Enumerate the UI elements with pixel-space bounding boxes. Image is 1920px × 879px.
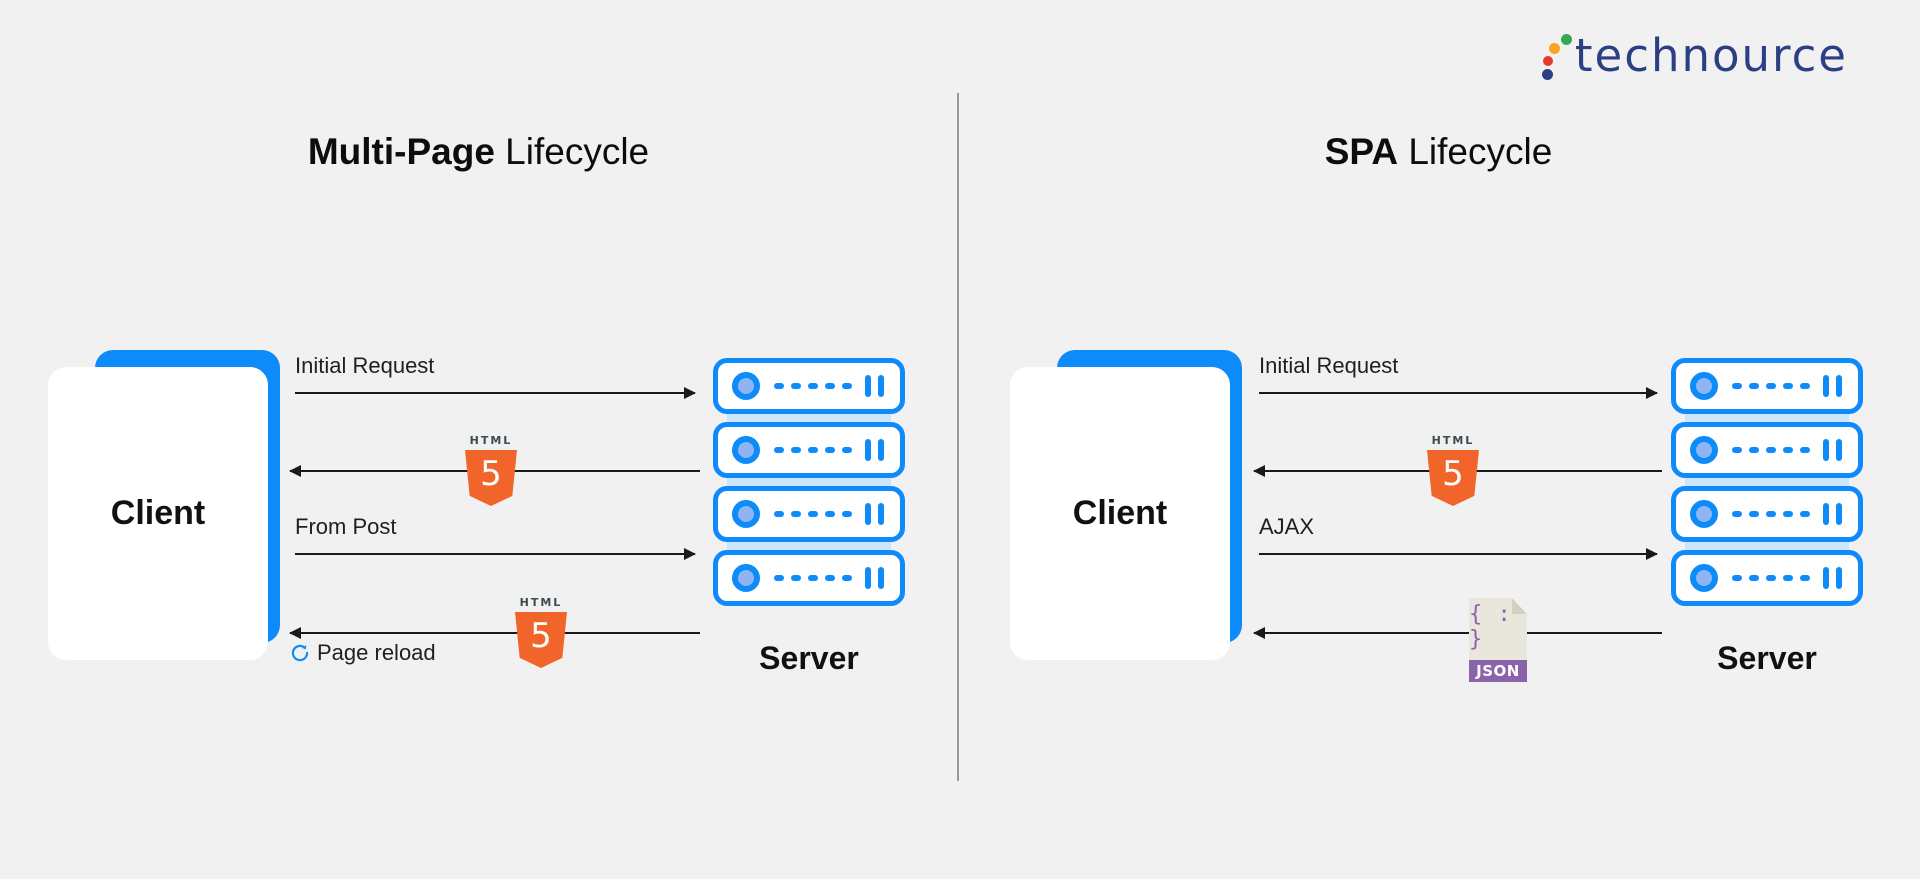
server-unit <box>713 358 905 414</box>
server-unit <box>1671 550 1863 606</box>
html5-badge: HTML 5 <box>463 434 519 506</box>
server-unit <box>1671 486 1863 542</box>
server-bars-icon <box>1823 375 1842 397</box>
flow-label-initial-request: Initial Request <box>1259 353 1399 378</box>
html5-word: HTML <box>469 434 513 447</box>
html5-digit: 5 <box>530 616 552 656</box>
logo-dot-green-icon <box>1560 34 1572 45</box>
json-word: JSON <box>1469 660 1527 682</box>
server-bars-icon <box>865 439 884 461</box>
flow-label-ajax: AJAX <box>1259 514 1315 539</box>
client-card-face: Client <box>48 367 268 660</box>
server-dashes-icon <box>774 383 852 389</box>
html5-badge: HTML 5 <box>1425 434 1481 506</box>
server-dashes-icon <box>774 575 852 581</box>
server-unit <box>1671 422 1863 478</box>
server-connector <box>1685 542 1849 550</box>
html5-digit: 5 <box>1442 454 1464 494</box>
server-label: Server <box>759 640 859 676</box>
server-led-icon <box>1690 436 1718 464</box>
server-dashes-icon <box>774 511 852 517</box>
logo-wordmark: technource <box>1574 29 1848 82</box>
server-connector <box>1685 478 1849 486</box>
html5-shield-icon: 5 <box>515 612 567 668</box>
server-connector <box>727 414 891 422</box>
panel-multi-page: Multi-Page Lifecycle Client <box>0 0 957 879</box>
server-bars-icon <box>865 375 884 397</box>
flow-label-initial-request: Initial Request <box>295 353 435 378</box>
flow-label-from-post: From Post <box>295 514 397 539</box>
server-unit <box>713 486 905 542</box>
server-led-icon <box>1690 372 1718 400</box>
page-reload-note: Page reload <box>290 640 436 666</box>
server-connector <box>727 478 891 486</box>
logo-dot-navy-icon <box>1541 69 1553 80</box>
panel-title-rest: Lifecycle <box>1398 131 1553 172</box>
server-led-icon <box>1690 564 1718 592</box>
html5-word: HTML <box>1431 434 1475 447</box>
flow-arrow-page-reload <box>289 627 700 639</box>
logo-dot-orange-icon <box>1548 43 1560 54</box>
server-stack-spa: Server <box>1671 358 1863 676</box>
html5-digit: 5 <box>480 454 502 494</box>
flow-arrow-initial-request <box>295 387 696 399</box>
html5-shield-icon: 5 <box>465 450 517 506</box>
server-bars-icon <box>865 567 884 589</box>
server-connector <box>1685 414 1849 422</box>
server-connector <box>727 542 891 550</box>
client-card-face: Client <box>1010 367 1230 660</box>
server-dashes-icon <box>1732 447 1810 453</box>
client-card-multi-page: Client <box>48 350 280 660</box>
panel-divider <box>957 93 959 781</box>
panel-title-emphasis: Multi-Page <box>307 131 495 172</box>
flow-arrow-ajax <box>1259 548 1658 560</box>
panel-title-spa: SPA Lifecycle <box>957 131 1920 173</box>
logo-dot-red-icon <box>1542 56 1553 66</box>
server-unit <box>1671 358 1863 414</box>
server-led-icon <box>732 564 760 592</box>
html5-badge: HTML 5 <box>513 596 569 668</box>
flow-arrow-initial-request <box>1259 387 1658 399</box>
server-bars-icon <box>1823 567 1842 589</box>
server-led-icon <box>732 372 760 400</box>
server-led-icon <box>732 500 760 528</box>
client-label: Client <box>1072 494 1168 532</box>
html5-shield-icon: 5 <box>1427 450 1479 506</box>
html5-word: HTML <box>519 596 563 609</box>
panel-spa: SPA Lifecycle Client <box>957 0 1920 879</box>
server-dashes-icon <box>1732 575 1810 581</box>
flow-arrow-from-post <box>295 548 696 560</box>
server-label: Server <box>1717 640 1817 676</box>
server-unit <box>713 550 905 606</box>
panel-title-multi-page: Multi-Page Lifecycle <box>0 131 957 173</box>
json-document-icon: { : } <box>1469 598 1527 660</box>
server-led-icon <box>1690 500 1718 528</box>
server-bars-icon <box>865 503 884 525</box>
server-dashes-icon <box>1732 511 1810 517</box>
panel-title-emphasis: SPA <box>1324 131 1399 172</box>
server-bars-icon <box>1823 439 1842 461</box>
server-unit <box>713 422 905 478</box>
reload-icon <box>291 644 309 662</box>
json-badge: { : } JSON <box>1469 598 1527 682</box>
json-braces: { : } <box>1469 602 1512 652</box>
server-dashes-icon <box>1732 383 1810 389</box>
server-led-icon <box>732 436 760 464</box>
flow-arrow-json-response <box>1253 627 1662 639</box>
brand-logo: technource <box>1540 20 1848 80</box>
server-stack-multi-page: Server <box>713 358 905 676</box>
panel-title-rest: Lifecycle <box>494 131 650 172</box>
client-label: Client <box>110 494 206 532</box>
logo-dots-mark <box>1540 28 1574 80</box>
flow-label-page-reload: Page reload <box>317 640 436 665</box>
client-card-spa: Client <box>1010 350 1242 660</box>
server-dashes-icon <box>774 447 852 453</box>
server-bars-icon <box>1823 503 1842 525</box>
